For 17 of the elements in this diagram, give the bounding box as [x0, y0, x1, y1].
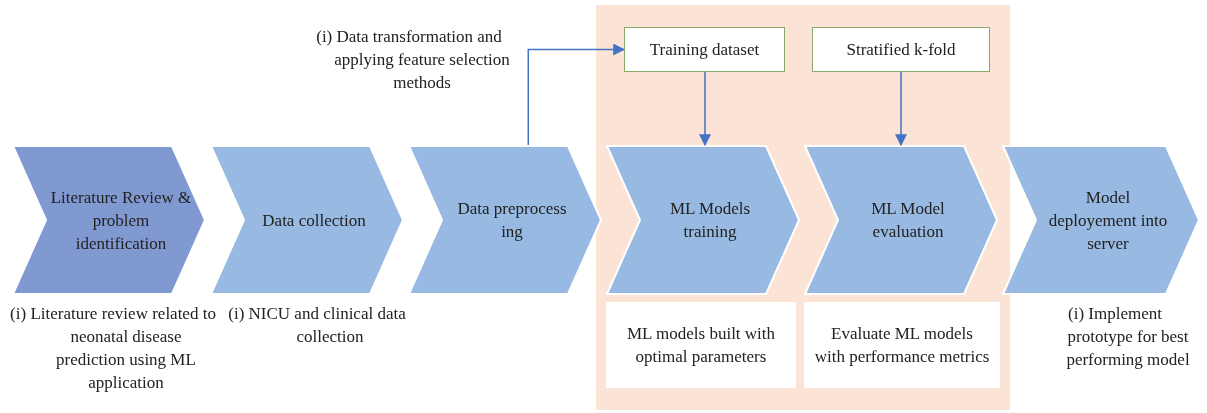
process-step: Model deployement into server [1002, 145, 1200, 295]
process-step: ML Models training [606, 145, 800, 295]
arrow [895, 71, 907, 147]
process-step: Data collection [210, 145, 404, 295]
process-step: Data preprocess ing [408, 145, 602, 295]
step-description: (i) Literature review related to neonatal disease prediction using ML application [9, 303, 217, 394]
arrow [527, 43, 626, 146]
input-box: Stratified k-fold [812, 27, 990, 72]
step-description: (i) NICU and clinical data collection [227, 303, 407, 348]
arrow [699, 71, 711, 147]
input-box: Training dataset [624, 27, 785, 72]
edge-label: (i) Data transformation and applying feature selection methods [315, 26, 511, 94]
description-box: Evaluate ML models with performance metrics [804, 302, 1000, 388]
process-step: ML Model evaluation [804, 145, 998, 295]
step-description: (i) Implement prototype for best performing model [1065, 303, 1190, 371]
process-step: Literature Review & problem identification [12, 145, 206, 295]
description-box: ML models built with optimal parameters [606, 302, 796, 388]
